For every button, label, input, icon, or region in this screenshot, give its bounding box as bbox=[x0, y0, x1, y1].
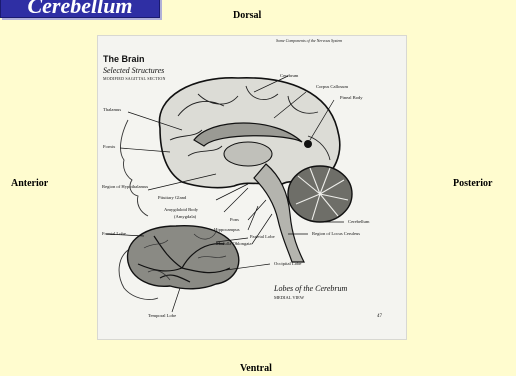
lobes-title: Lobes of the Cerebrum bbox=[274, 284, 347, 293]
label-amygdala: (Amygdala) bbox=[174, 214, 196, 219]
label-hypothalamus: Region of Hypothalamus bbox=[102, 184, 148, 189]
label-medulla: Medulla Oblongata bbox=[216, 241, 252, 246]
label-corpus-callosum: Corpus Callosum bbox=[316, 84, 348, 89]
figure-supertitle: Some Components of the Nervous System bbox=[276, 38, 342, 43]
brain-figure: Some Components of the Nervous System Th… bbox=[97, 35, 407, 340]
thalamus-shape bbox=[224, 142, 272, 166]
ventral-label: Ventral bbox=[240, 363, 272, 374]
label-pons: Pons bbox=[230, 217, 239, 222]
label-frontal-lobe: Frontal Lobe bbox=[102, 231, 126, 236]
label-locus-ceruleus: Region of Locus Ceruleus bbox=[312, 231, 360, 236]
label-amygdaloid: Amygdaloid Body bbox=[164, 207, 198, 212]
label-thalamus: Thalamus bbox=[103, 107, 121, 112]
label-pineal-body: Pineal Body bbox=[340, 95, 363, 100]
label-cerebellum: Cerebellum bbox=[348, 219, 369, 224]
figure-subtitle: Selected Structures bbox=[103, 66, 164, 75]
section-caption: MODIFIED SAGITTAL SECTION bbox=[103, 76, 166, 81]
label-fornix: Fornix bbox=[103, 144, 115, 149]
label-cerebrum: Cerebrum bbox=[280, 73, 298, 78]
figure-title: The Brain bbox=[103, 54, 145, 64]
lobes-view-caption: MEDIAL VIEW bbox=[274, 295, 304, 300]
label-pituitary: Pituitary Gland bbox=[158, 195, 186, 200]
label-hippocampus: Hippocampus bbox=[214, 227, 240, 232]
slide-title: Cerebellum bbox=[0, 0, 160, 18]
anterior-label: Anterior bbox=[11, 178, 48, 189]
label-temporal-lobe: Temporal Lobe bbox=[148, 313, 176, 318]
label-occipital-lobe: Occipital Lobe bbox=[274, 261, 301, 266]
pineal-body-shape bbox=[304, 140, 312, 148]
label-parietal-lobe: Parietal Lobe bbox=[250, 234, 275, 239]
posterior-label: Posterior bbox=[453, 178, 492, 189]
page-number: 47 bbox=[377, 314, 382, 319]
dorsal-label: Dorsal bbox=[233, 10, 261, 21]
